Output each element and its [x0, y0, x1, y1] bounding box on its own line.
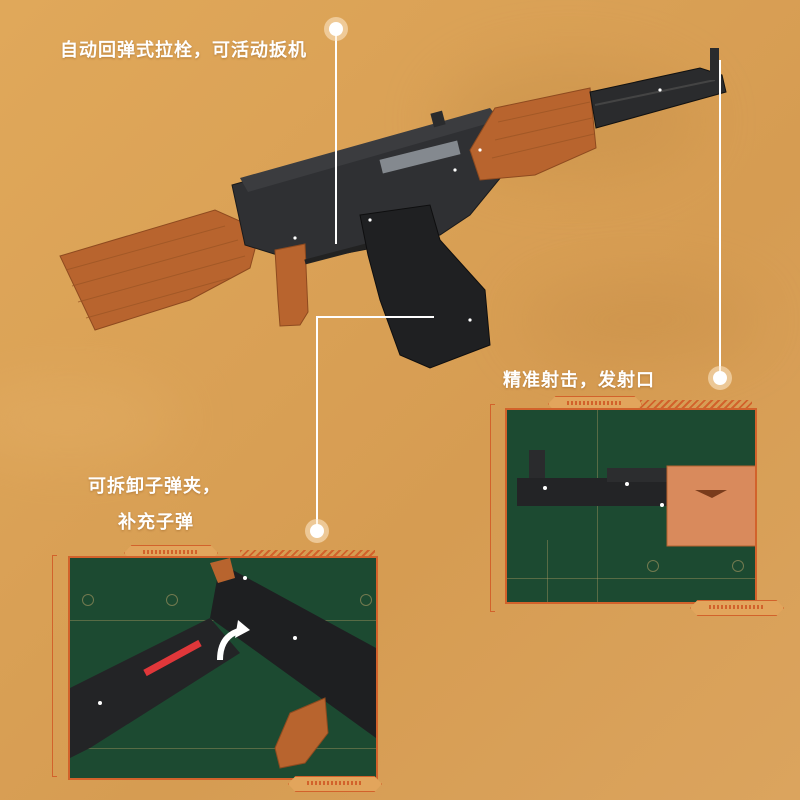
background-texture [0, 380, 180, 460]
screw-icon [166, 594, 178, 606]
magazine-detail-image [70, 558, 376, 769]
magazine-panel-tag-bottom [288, 776, 382, 792]
muzzle-detail-image [517, 450, 755, 547]
callout-bolt-dot [329, 22, 343, 36]
callout-magazine-line-v [316, 316, 318, 530]
screw-icon [360, 594, 372, 606]
stud-highlights [293, 88, 662, 322]
callout-magazine-line-h [316, 316, 434, 318]
rifle-handguard [469, 87, 597, 181]
rifle-stock [59, 209, 261, 331]
callout-bolt-label: 自动回弹式拉栓，可活动扳机 [60, 40, 307, 61]
callout-magazine-label-line2: 补充子弹 [118, 512, 194, 533]
callout-muzzle-line [719, 60, 721, 378]
callout-magazine-label-line1: 可拆卸子弹夹， [88, 476, 221, 497]
screw-icon [732, 560, 744, 572]
muzzle-panel-hatch [640, 400, 752, 410]
front-sight [710, 48, 719, 80]
muzzle-panel-tag-bottom [690, 600, 784, 616]
callout-muzzle-label: 精准射击，发射口 [503, 370, 655, 391]
magazine-panel-frame [52, 555, 57, 777]
callout-magazine-dot [310, 524, 324, 538]
rifle-pistol-grip [274, 243, 309, 327]
callout-bolt-line [335, 34, 337, 244]
screw-icon [647, 560, 659, 572]
muzzle-panel-frame [490, 404, 495, 612]
magazine-detail-panel [68, 556, 378, 780]
screw-icon [82, 594, 94, 606]
muzzle-detail-panel [505, 408, 757, 604]
magazine-panel-hatch [240, 550, 375, 560]
callout-muzzle-dot [713, 371, 727, 385]
rifle-magazine [359, 204, 491, 369]
rifle-barrel [589, 67, 727, 129]
